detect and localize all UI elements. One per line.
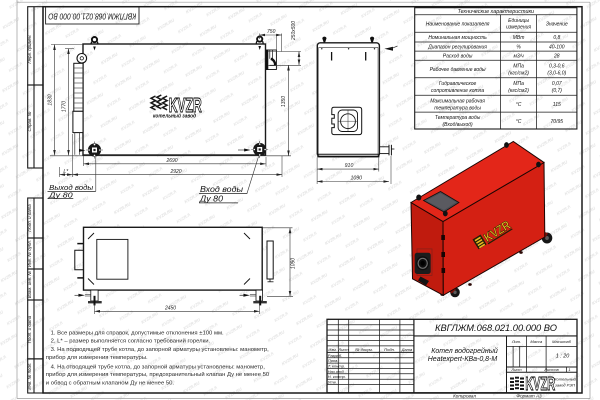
- svg-text:прибор для измерения температу: прибор для измерения температуры.: [46, 355, 148, 361]
- svg-text:Инв. № дубл.: Инв. № дубл.: [27, 240, 32, 267]
- svg-text:40-100: 40-100: [549, 44, 565, 50]
- svg-text:KVZR: KVZR: [525, 374, 555, 394]
- svg-text:1770: 1770: [62, 101, 68, 112]
- svg-text:1: 1: [568, 367, 570, 372]
- svg-text:Значение: Значение: [546, 21, 568, 27]
- svg-text:Масса: Масса: [530, 339, 543, 344]
- svg-text:Максимальная рабочая: Максимальная рабочая: [430, 98, 485, 104]
- svg-text:Дата: Дата: [401, 347, 413, 352]
- svg-text:Лит.: Лит.: [511, 339, 521, 344]
- svg-text:(0,7): (0,7): [552, 88, 563, 94]
- svg-text:Лист: Лист: [337, 347, 349, 352]
- svg-text:(Вход/выход): (Вход/выход): [443, 122, 473, 128]
- svg-text:КВГЛЖМ.068.021.00.000 ВО: КВГЛЖМ.068.021.00.000 ВО: [48, 12, 137, 21]
- svg-text:м3/ч: м3/ч: [514, 54, 525, 60]
- svg-text:сопротивление котла: сопротивление котла: [431, 88, 484, 94]
- svg-text:Диапазон регулирования: Диапазон регулирования: [427, 44, 487, 50]
- svg-text:Инв. № подл.: Инв. № подл.: [27, 362, 32, 389]
- svg-text:0,07: 0,07: [552, 81, 562, 87]
- svg-text:Подп.: Подп.: [384, 347, 395, 352]
- svg-text:Котел водогрейный: Котел водогрейный: [431, 347, 498, 355]
- svg-text:Лист: Лист: [510, 367, 522, 372]
- svg-text:Н. контр.: Н. контр.: [328, 374, 346, 379]
- svg-text:Гидравлическое: Гидравлическое: [439, 81, 477, 87]
- svg-text:Масштаб: Масштаб: [552, 339, 571, 344]
- svg-text:Наименование показателя: Наименование показателя: [426, 21, 490, 27]
- svg-text:28: 28: [553, 54, 560, 60]
- svg-text:2. L* – размер выполняется со: 2. L* – размер выполняется согласно треб…: [51, 338, 211, 345]
- svg-text:1. Все размеры для справок, д: 1. Все размеры для справок, допустимые о…: [51, 330, 224, 336]
- svg-text:Формат А3: Формат А3: [516, 393, 542, 398]
- svg-text:Взам. инв. №: Взам. инв. №: [27, 271, 32, 298]
- svg-text:(3,0-6,0): (3,0-6,0): [547, 70, 566, 76]
- svg-text:1830: 1830: [48, 94, 54, 105]
- svg-text:Heatexpert-КВа-0,8-М: Heatexpert-КВа-0,8-М: [428, 356, 498, 363]
- svg-text:Ду 80: Ду 80: [48, 190, 74, 199]
- svg-text:250x500: 250x500: [291, 21, 297, 41]
- svg-text:0,8: 0,8: [553, 35, 560, 41]
- svg-text:Выход воды: Выход воды: [49, 183, 93, 192]
- svg-text:2690: 2690: [165, 158, 177, 164]
- svg-text:4. На отводящей трубе котла,: 4. На отводящей трубе котла, до запорной…: [51, 363, 266, 370]
- svg-text:Вход воды: Вход воды: [200, 185, 243, 194]
- svg-text:Номинальная мощность: Номинальная мощность: [428, 35, 487, 41]
- svg-text:измерения: измерения: [506, 25, 531, 31]
- svg-text:Т. контр.: Т. контр.: [328, 364, 345, 369]
- svg-text:Листов: Листов: [543, 367, 559, 372]
- svg-text:МВт: МВт: [513, 35, 525, 41]
- svg-text:3. На подводящей трубе котла,: 3. На подводящей трубе котла, до запорно…: [51, 346, 270, 353]
- svg-text:0,3-0,6: 0,3-0,6: [549, 63, 565, 69]
- svg-text:температура воды: температура воды: [434, 105, 481, 111]
- svg-text:Копировал: Копировал: [453, 393, 476, 398]
- svg-text:Разраб.: Разраб.: [328, 353, 342, 358]
- svg-text:750: 750: [267, 29, 276, 35]
- svg-text:Котельный: Котельный: [554, 377, 577, 382]
- svg-text:1350: 1350: [281, 96, 287, 107]
- svg-text:Пров.: Пров.: [328, 358, 339, 363]
- svg-text:МПа: МПа: [513, 81, 524, 87]
- svg-text:Технические характеристики: Технические характеристики: [458, 9, 534, 15]
- svg-text:Температура воды: Температура воды: [435, 115, 481, 121]
- svg-text:котельный завод: котельный завод: [153, 113, 196, 120]
- svg-text:Утв.: Утв.: [328, 380, 337, 385]
- svg-text:1090: 1090: [351, 176, 363, 182]
- svg-text:№ докум.: № докум.: [355, 347, 373, 352]
- svg-text:Изм.: Изм.: [328, 347, 337, 352]
- svg-text:°С: °С: [516, 119, 522, 125]
- svg-text:70/95: 70/95: [551, 119, 564, 125]
- svg-text:прибор для измерения температу: прибор для измерения температуры, предох…: [46, 371, 270, 378]
- svg-text:МПа: МПа: [513, 63, 524, 69]
- svg-text:%: %: [516, 44, 521, 50]
- svg-text:Ду 80: Ду 80: [199, 194, 224, 203]
- svg-text:Подп. и дата: Подп. и дата: [27, 315, 32, 343]
- svg-text:KVZR: KVZR: [169, 95, 202, 117]
- svg-text:Нач.отд.: Нач.отд.: [328, 369, 345, 374]
- svg-text:и обвод с обратным клапаном Ду: и обвод с обратным клапаном Ду не менее …: [46, 380, 175, 386]
- svg-text:завод РЭП: завод РЭП: [554, 383, 575, 388]
- svg-text:Рабочее давление воды: Рабочее давление воды: [430, 67, 486, 73]
- svg-text:2450: 2450: [164, 306, 176, 312]
- svg-text:115: 115: [553, 102, 561, 108]
- svg-text:1090: 1090: [290, 258, 296, 269]
- svg-text:1 : 20: 1 : 20: [556, 354, 570, 360]
- svg-text:Справ. №: Справ. №: [27, 111, 32, 131]
- svg-text:Единицы: Единицы: [508, 18, 529, 24]
- svg-text:КВГЛЖМ.068.021.00.000 ВО: КВГЛЖМ.068.021.00.000 ВО: [435, 323, 557, 333]
- svg-text:910: 910: [345, 163, 354, 169]
- svg-text:°С: °С: [516, 102, 522, 108]
- svg-text:(кгс/см2): (кгс/см2): [508, 88, 529, 94]
- svg-text:Подп. и дата: Подп. и дата: [27, 204, 32, 232]
- svg-text:Перв. примен.: Перв. примен.: [27, 34, 32, 63]
- svg-text:(кгс/см2): (кгс/см2): [508, 70, 529, 76]
- svg-text:2920: 2920: [169, 169, 181, 175]
- svg-text:L*: L*: [63, 169, 69, 175]
- svg-text:Расход воды: Расход воды: [443, 54, 473, 60]
